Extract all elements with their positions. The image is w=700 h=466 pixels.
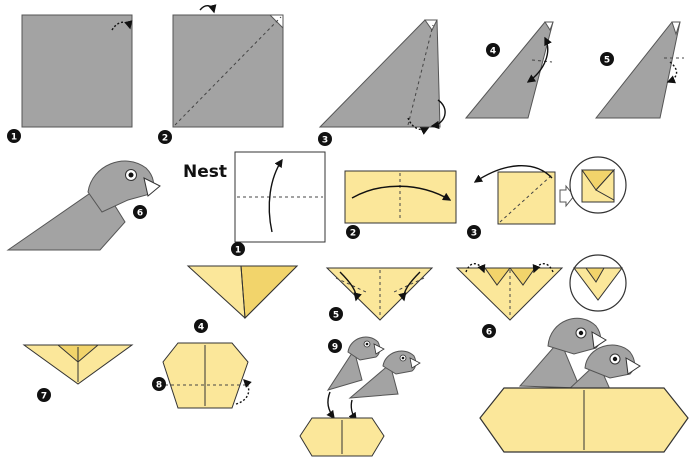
svg-text:8: 8 [156,381,162,391]
parrot-step-6: 6 [6,160,161,251]
vertical-fold-arrow [268,158,283,233]
svg-text:2: 2 [350,229,356,239]
step-number-badge: 9 [328,339,342,353]
corner-fold-arrow-right [398,271,421,302]
nest-step-7: 7 [22,344,134,402]
step-number-badge: 3 [467,225,481,239]
parrot-step-1: 1 [7,14,133,143]
svg-text:6: 6 [486,328,492,338]
final-parrots-in-nest [479,317,689,453]
svg-text:4: 4 [490,47,496,57]
parrot-step-2: 2 [158,4,284,144]
step-number-badge: 4 [194,319,208,333]
svg-text:3: 3 [322,136,328,146]
step-number-badge: 3 [318,132,332,146]
fold-under-arrow [430,99,446,130]
nest-step-8: 8 [152,342,252,409]
insert-arrow-right [348,399,357,422]
step-number-badge: 2 [158,130,172,144]
fold-back-arrow [235,379,252,405]
pocket-arrow-right [532,263,554,274]
fold-back-arrow [666,61,678,84]
svg-text:1: 1 [11,133,17,143]
svg-text:9: 9 [332,343,338,353]
corner-fold-arrow-left [339,271,362,302]
double-curved-arrow [526,36,552,83]
step-number-badge: 5 [600,52,614,66]
step-number-badge: 1 [231,242,245,256]
insert-arrow-left [326,391,335,420]
parrot-step-4: 4 [464,21,554,119]
curved-fold-arrow [111,20,133,31]
step-number-badge: 6 [482,324,496,338]
nest-step-1: 1 [231,151,326,256]
nest-step-6: 6 [455,254,627,338]
pocket-arrow-left [465,263,486,274]
parrot-step-3: 3 [318,19,446,146]
svg-text:5: 5 [333,311,339,321]
step-number-badge: 8 [152,377,166,391]
nest-section-title: Nest [183,162,227,182]
nest-step-4: 4 [186,265,299,333]
step-number-badge: 2 [346,225,360,239]
svg-text:3: 3 [471,229,477,239]
step-number-badge: 7 [37,388,51,402]
curved-fold-arrow [473,165,553,183]
svg-text:2: 2 [162,134,168,144]
step-number-badge: 4 [486,43,500,57]
step-number-badge: 5 [329,307,343,321]
nest-step-9: 9 [299,336,421,457]
step-number-badge: 6 [133,205,147,219]
svg-text:5: 5 [604,56,610,66]
parrot-step-5: 5 [594,21,684,119]
svg-text:6: 6 [137,209,143,219]
nest-step-5: 5 [325,267,434,321]
svg-text:4: 4 [198,323,204,333]
step-number-badge: 1 [7,129,21,143]
curved-fold-arrow [199,4,217,14]
svg-text:7: 7 [41,392,47,402]
nest-step-3: 3 [467,156,627,239]
svg-text:1: 1 [235,246,241,256]
nest-step-2: 2 [344,170,457,239]
horizontal-fold-arrow [351,185,452,201]
beak [143,177,161,197]
